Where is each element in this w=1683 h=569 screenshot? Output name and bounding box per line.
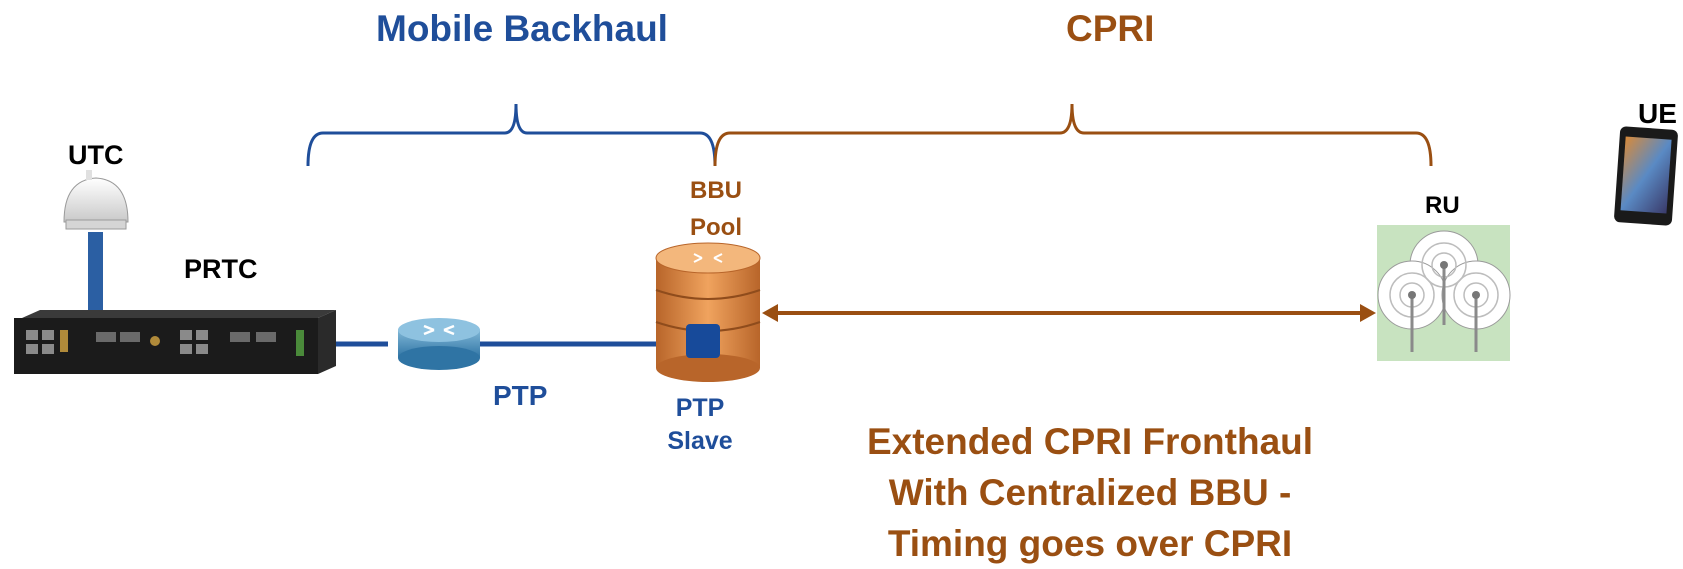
ptp-slave-box	[686, 324, 720, 358]
router-icon	[398, 318, 480, 370]
bbu-database-icon	[655, 242, 761, 382]
mobile-backhaul-brace	[306, 103, 717, 167]
ptp-slave-line2: Slave	[667, 427, 733, 455]
caption: Extended CPRI Fronthaul With Centralized…	[810, 416, 1370, 569]
ptp-label: PTP	[493, 380, 548, 411]
bbu-pool-line2: Pool	[690, 214, 742, 241]
prtc-label: PRTC	[184, 254, 258, 284]
bbu-pool-label: BBU Pool	[676, 172, 756, 246]
ptp-slave-line1: PTP	[675, 394, 725, 422]
ru-antenna-icon	[1377, 225, 1511, 361]
caption-line2: With Centralized BBU -	[888, 472, 1292, 513]
cpri-label: CPRI	[1066, 8, 1155, 49]
ptp-slave-label: PTP Slave	[660, 392, 740, 458]
caption-line1: Extended CPRI Fronthaul	[866, 421, 1314, 462]
antenna-mast	[88, 232, 103, 312]
utc-label: UTC	[68, 140, 124, 170]
prtc-device-icon	[14, 310, 336, 374]
gps-antenna-icon	[63, 170, 129, 230]
cpri-brace	[713, 103, 1433, 167]
bbu-pool-line1: BBU	[690, 177, 742, 204]
cpri-double-arrow	[762, 304, 1376, 322]
caption-line3: Timing goes over CPRI	[887, 523, 1293, 564]
smartphone-icon	[1614, 126, 1678, 226]
ue-label: UE	[1638, 98, 1677, 129]
mobile-backhaul-label: Mobile Backhaul	[376, 8, 668, 49]
ru-label: RU	[1425, 192, 1460, 219]
